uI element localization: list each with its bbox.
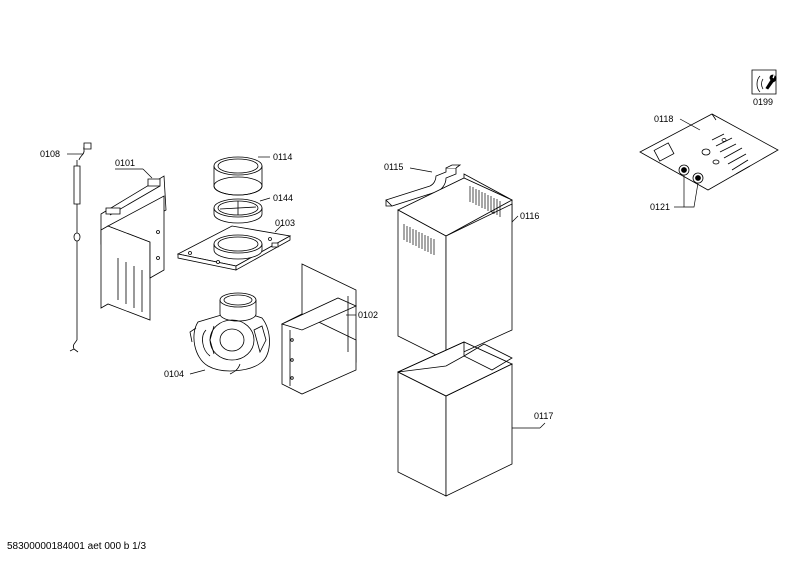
part-0116-upper-chimney [398,174,512,360]
part-0108-power-cord [70,143,91,352]
label-0199: 0199 [753,97,773,107]
label-0102: 0102 [358,310,378,320]
label-0104: 0104 [164,369,184,379]
part-0104-blower-motor [190,293,270,374]
label-0117: 0117 [534,411,553,421]
part-0121-knobs [679,165,703,183]
label-0121: 0121 [650,202,670,212]
label-0116: 0116 [520,211,539,221]
wrench-manual-icon [752,70,776,94]
part-0118-accessory-bag [640,114,778,190]
part-0103-mounting-plate [178,226,290,270]
label-0118: 0118 [654,114,673,124]
part-0102-side-panel [282,264,356,394]
label-0144: 0144 [273,193,293,203]
label-0101: 0101 [115,158,135,168]
label-0115: 0115 [384,162,403,172]
part-0114-collar-ring [214,157,262,195]
part-0101-back-panel [101,176,166,320]
label-0103: 0103 [275,218,295,228]
label-0114: 0114 [273,152,292,162]
part-0144-flap-ring [214,199,262,223]
document-code: 58300000184001 aet 000 b 1/3 [7,541,147,552]
part-0117-lower-chimney [398,342,512,496]
label-0108: 0108 [40,149,60,159]
